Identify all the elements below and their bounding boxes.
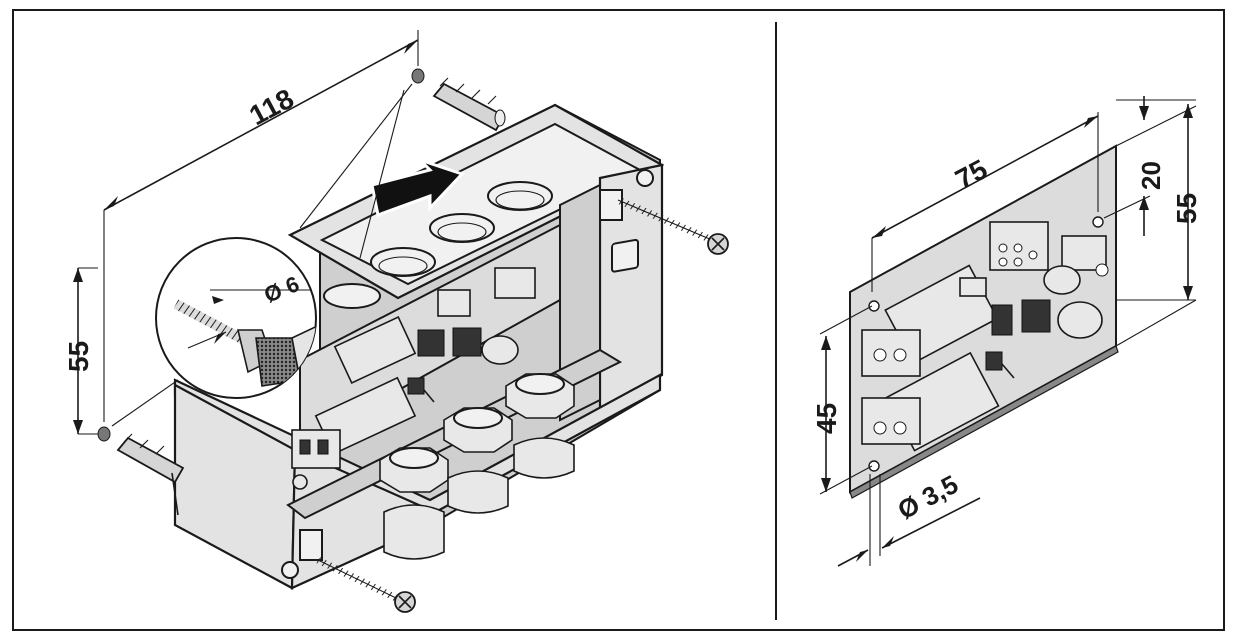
drill-detail-magnifier: [155, 237, 317, 399]
hole-diameter-label: Ø 3,5: [893, 469, 963, 525]
dimension-55-left: 55: [63, 341, 94, 372]
screw-bottom: [316, 556, 416, 613]
dimension-20: 20: [1136, 161, 1166, 190]
junction-box: [173, 103, 665, 590]
cable-entry-holes: [323, 181, 553, 309]
screw-top: [616, 196, 729, 255]
mounting-hole-top: [411, 68, 425, 84]
panel-divider: [775, 22, 777, 620]
cable-glands: [379, 373, 575, 560]
circuit-board: [849, 144, 1119, 499]
mounting-hole-bottom: [97, 426, 111, 442]
dimension-lines-left: [73, 30, 419, 435]
dimension-45: 45: [811, 403, 842, 434]
dimension-118: 118: [244, 83, 298, 132]
wall-plug-top: [432, 77, 506, 132]
direction-arrow: [370, 158, 465, 218]
figure-frame: [12, 9, 1225, 631]
wall-plug-bottom: [116, 433, 185, 516]
dimension-lines-right: [819, 96, 1197, 567]
internal-components: [291, 267, 536, 490]
dimension-55-right: 55: [1171, 193, 1202, 224]
board-components: [861, 221, 1109, 452]
dimension-75: 75: [950, 153, 992, 195]
